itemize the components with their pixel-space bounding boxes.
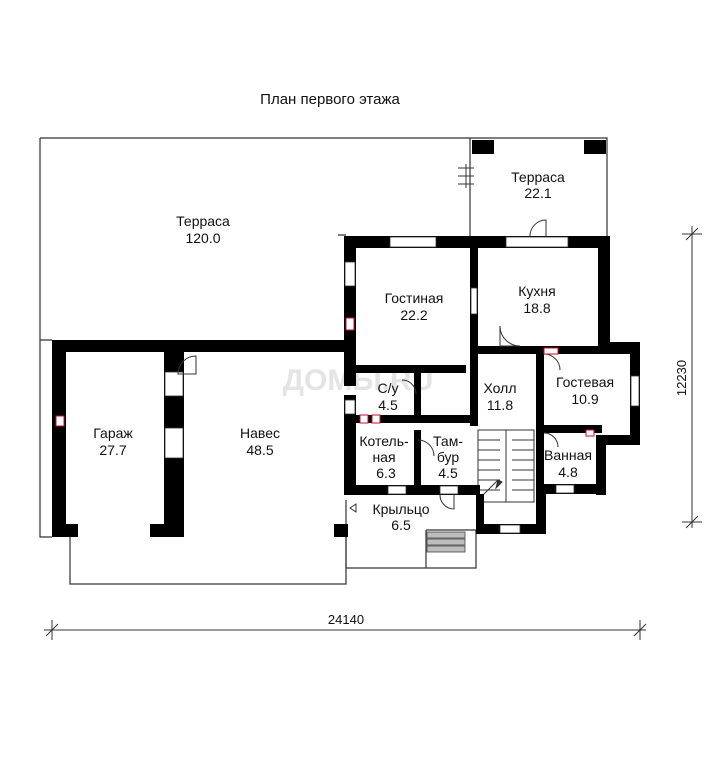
room-name: Терраса (511, 169, 565, 185)
staircase (477, 429, 535, 503)
utility-markers (55, 317, 595, 437)
dimension-lines (44, 226, 702, 640)
room-area: 22.1 (524, 185, 551, 201)
height-dimension: 12230 (674, 360, 689, 396)
windows (164, 236, 640, 534)
room-area: 4.8 (558, 464, 578, 480)
room-area: 22.2 (400, 307, 427, 323)
room-name: Гостевая (556, 374, 614, 390)
room-area: 6.5 (391, 517, 411, 533)
room-name: Ванная (544, 447, 592, 463)
room-name-line2: бур (437, 449, 460, 465)
room-area: 4.5 (378, 397, 398, 413)
room-name: Навес (240, 425, 280, 441)
room-name: Крыльцо (372, 501, 429, 517)
width-dimension: 24140 (328, 612, 364, 627)
room-name: Котель- (359, 433, 409, 449)
room-area: 120.0 (185, 230, 220, 246)
room-area: 48.5 (246, 442, 273, 458)
room-area: 6.3 (376, 465, 396, 481)
room-area: 4.5 (438, 465, 458, 481)
room-name: Холл (484, 380, 517, 396)
room-area: 27.7 (99, 442, 126, 458)
doors (177, 164, 561, 513)
room-name: Гостиная (385, 290, 444, 306)
room-name: С/у (378, 380, 399, 396)
room-name: Кухня (518, 283, 555, 299)
room-area: 10.9 (571, 391, 598, 407)
walls (52, 140, 640, 537)
room-name: Гараж (93, 425, 133, 441)
room-labels: Терраса 120.0 Терраса 22.1 Гостиная 22.2… (93, 169, 614, 533)
terrace-outlines (39, 137, 608, 585)
plan-title: План первого этажа (260, 91, 400, 108)
room-area: 11.8 (487, 397, 513, 413)
room-name-line2: ная (372, 449, 395, 465)
porch-steps (426, 531, 466, 553)
room-area: 18.8 (523, 300, 550, 316)
room-name: Терраса (176, 213, 230, 229)
room-name: Там- (433, 433, 463, 449)
